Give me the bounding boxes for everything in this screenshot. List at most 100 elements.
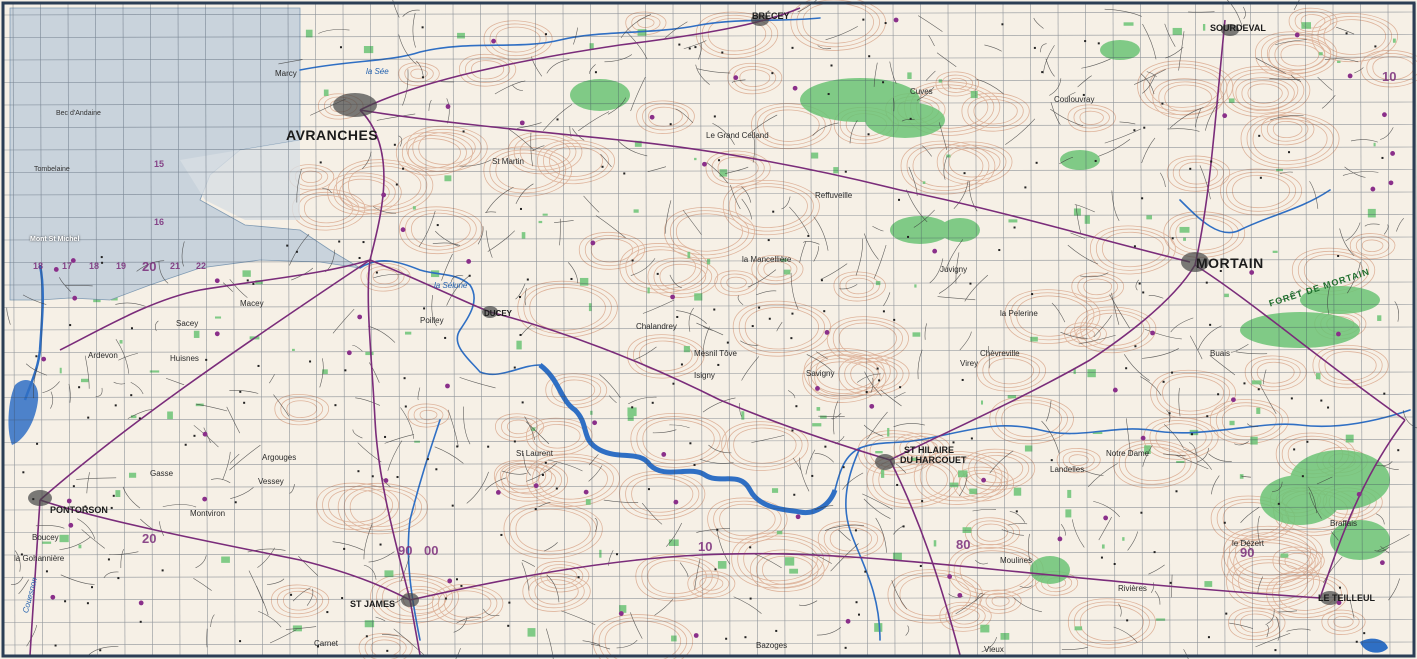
- place-label-reffuveille[interactable]: Reffuveille: [815, 191, 853, 200]
- place-label-saint-martin[interactable]: St Martin: [492, 157, 525, 166]
- minor-road: [1170, 317, 1194, 333]
- place-label-mont-saint-michel[interactable]: Mont St Michel: [30, 236, 80, 243]
- contour-line: [483, 20, 553, 60]
- building-marker: [341, 597, 344, 600]
- place-label-rivieres[interactable]: Rivières: [1118, 584, 1147, 593]
- grid-number: 22: [196, 261, 207, 271]
- building-marker: [421, 76, 424, 79]
- place-label-argouges[interactable]: Argouges: [262, 453, 297, 462]
- place-label-vieux[interactable]: Vieux: [984, 645, 1004, 654]
- grid-line-horizontal: [2, 304, 1415, 308]
- place-label-moulines[interactable]: Moulines: [1000, 556, 1033, 565]
- grid-line-vertical: [617, 2, 621, 657]
- town-label-le-teilleul[interactable]: LE TEILLEUL: [1318, 593, 1375, 603]
- building-marker: [790, 337, 793, 340]
- building-marker: [1217, 393, 1220, 396]
- place-label-macey[interactable]: Macey: [240, 299, 264, 308]
- woodland-plot: [1007, 395, 1017, 399]
- place-label-huisnes[interactable]: Huisnes: [170, 354, 199, 363]
- place-label-braffais[interactable]: Braffais: [1330, 519, 1357, 528]
- place-label-grand-celland[interactable]: Le Grand Celland: [706, 131, 769, 140]
- minor-road: [1141, 137, 1156, 164]
- minor-road: [158, 260, 169, 284]
- contour-line: [939, 601, 992, 632]
- contour-line: [495, 460, 568, 502]
- contour-line: [913, 450, 1009, 505]
- place-label-ardevon[interactable]: Ardevon: [88, 351, 118, 360]
- building-marker: [365, 635, 368, 638]
- town-label-saint-james[interactable]: ST JAMES: [350, 599, 396, 609]
- place-label-bazoges[interactable]: Bazoges: [756, 641, 788, 650]
- building-marker: [676, 315, 679, 318]
- building-marker: [334, 404, 337, 407]
- place-label-carnet[interactable]: Carnet: [314, 639, 339, 648]
- building-marker: [969, 282, 972, 285]
- place-label-mesnil-tove[interactable]: Mesnil Tôve: [694, 349, 737, 358]
- town-label-ducey[interactable]: DUCEY: [484, 309, 513, 318]
- place-label-virey[interactable]: Virey: [960, 359, 979, 368]
- minor-road: [1178, 387, 1181, 417]
- place-label-le-dezert[interactable]: le Dézert: [1232, 539, 1265, 548]
- woodland-plot: [922, 181, 926, 184]
- town-label-avranches[interactable]: AVRANCHES: [286, 127, 379, 143]
- place-label-la-mancelliere[interactable]: la Mancellière: [742, 255, 792, 264]
- place-label-tombelaine[interactable]: Tombelaine: [34, 166, 70, 173]
- place-label-chevreville[interactable]: Chèvreville: [980, 349, 1020, 358]
- building-marker: [451, 504, 454, 507]
- place-label-juvigny[interactable]: Juvigny: [940, 265, 968, 274]
- place-label-boucey[interactable]: Boucey: [32, 533, 59, 542]
- grid-number: 10: [1382, 69, 1397, 84]
- place-label-montviron[interactable]: Montviron: [190, 509, 226, 518]
- woodland-plot: [887, 427, 890, 437]
- minor-road: [210, 478, 231, 484]
- spot-height-marker: [1370, 186, 1376, 192]
- minor-road: [824, 524, 865, 531]
- building-marker: [714, 568, 717, 571]
- place-label-bec-dandaine[interactable]: Bec d'Andaine: [56, 110, 101, 117]
- woodland-plot: [59, 534, 69, 543]
- place-label-vessey[interactable]: Vessey: [258, 477, 284, 486]
- place-label-gasse[interactable]: Gasse: [150, 469, 174, 478]
- building-marker: [316, 645, 319, 648]
- minor-road: [1388, 578, 1400, 601]
- place-label-la-pelerine[interactable]: la Pelerine: [1000, 309, 1038, 318]
- woodland-plot: [404, 331, 412, 335]
- town-label-pontorson[interactable]: PONTORSON: [50, 505, 108, 515]
- town-label-harcouet[interactable]: DU HARCOUET: [900, 455, 967, 465]
- minor-road: [863, 233, 879, 260]
- place-label-coulouvray[interactable]: Coulouvray: [1054, 95, 1095, 104]
- woodland-plot: [683, 346, 690, 353]
- town-label-saint-hilaire[interactable]: ST HILAIRE: [904, 445, 955, 455]
- place-label-poilley[interactable]: Poilley: [420, 316, 444, 325]
- place-label-landelles[interactable]: Landelles: [1050, 465, 1085, 474]
- major-road: [29, 499, 41, 656]
- building-marker: [854, 529, 857, 532]
- place-label-isigny[interactable]: Isigny: [694, 371, 715, 380]
- place-label-savigny[interactable]: Savigny: [806, 369, 835, 378]
- place-label-sacey[interactable]: Sacey: [176, 319, 199, 328]
- place-label-la-gohanniere[interactable]: la Gohannière: [14, 554, 65, 563]
- town-label-mortain[interactable]: MORTAIN: [1196, 255, 1264, 271]
- building-marker: [423, 307, 426, 310]
- minor-road: [893, 423, 925, 428]
- minor-road: [917, 15, 943, 32]
- spot-height-marker: [50, 594, 56, 600]
- minor-road: [1209, 355, 1236, 376]
- woodland-plot: [1345, 434, 1354, 443]
- woodland-plot: [119, 340, 123, 344]
- place-label-marcy[interactable]: Marcy: [275, 69, 297, 78]
- place-label-cuves[interactable]: Cuves: [910, 87, 933, 96]
- town-label-brecey[interactable]: BRÉCEY: [752, 11, 790, 21]
- place-label-notre-dame[interactable]: Notre Dame: [1106, 449, 1150, 458]
- building-marker: [772, 210, 775, 213]
- minor-road: [937, 296, 976, 301]
- town-label-sourdeval[interactable]: SOURDEVAL: [1210, 23, 1266, 33]
- place-label-chalandrey[interactable]: Chalandrey: [636, 322, 677, 331]
- minor-road: [381, 634, 399, 637]
- woodland-plot: [365, 351, 374, 356]
- place-label-buais[interactable]: Buais: [1210, 349, 1231, 358]
- place-label-saint-laurent[interactable]: St Laurent: [516, 449, 553, 458]
- woodland-plot: [914, 284, 917, 288]
